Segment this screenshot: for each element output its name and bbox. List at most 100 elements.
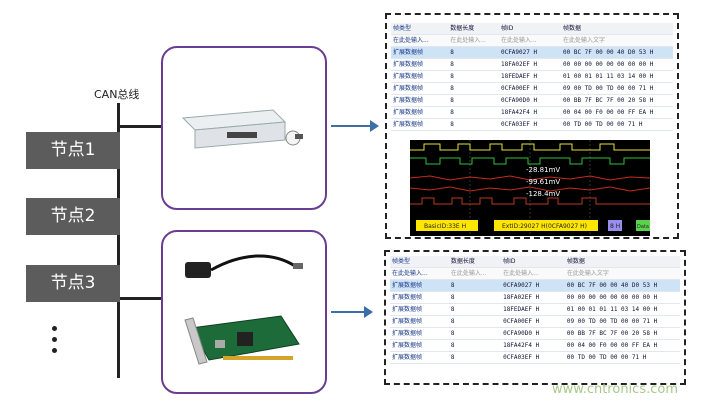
cell-type: 扩展数据帧 bbox=[392, 354, 423, 361]
cell-data: 00 TD 00 TD 00 00 71 H bbox=[566, 354, 647, 361]
cell-data: 00 00 00 00 00 00 00 00 H bbox=[566, 294, 658, 301]
cell-length: 8 bbox=[450, 306, 455, 313]
decode-data bbox=[636, 220, 650, 231]
col-frame-id: 帧ID bbox=[503, 258, 516, 265]
can-analyzer-box bbox=[161, 46, 327, 210]
cell-id: 18FA02EF H bbox=[503, 294, 540, 301]
decode-ext-id bbox=[494, 220, 598, 231]
cell-data: 00 BB 7F BC 7F 00 20 58 H bbox=[563, 97, 654, 104]
cell-type: 扩展数据帧 bbox=[393, 73, 424, 80]
filter-frame-type[interactable]: 在此处输入... bbox=[392, 270, 428, 277]
filter-frame-id[interactable]: 在此处输入... bbox=[500, 37, 537, 44]
cell-data: 01 00 01 01 11 03 14 00 H bbox=[563, 73, 654, 80]
cell-length: 8 bbox=[450, 318, 455, 325]
cell-type: 扩展数据帧 bbox=[393, 97, 424, 104]
cell-length: 8 bbox=[450, 342, 455, 349]
connector-top bbox=[140, 125, 162, 128]
filter-frame-type[interactable]: 在此处输入... bbox=[393, 37, 429, 44]
table-header-row: 帧类型 数据长度 帧ID 帧数据 bbox=[390, 256, 680, 268]
node-2: 节点2 bbox=[26, 198, 120, 235]
cell-data: 00 04 00 F0 00 00 FF EA H bbox=[566, 342, 658, 349]
table-row[interactable]: 扩展数据帧 8 18FA02EF H 00 00 00 00 00 00 00 00 … bbox=[391, 59, 673, 71]
cell-id: 18FA02EF H bbox=[500, 61, 538, 68]
scope-readout-3: -128.4mV bbox=[526, 190, 560, 198]
cell-data: 00 TD 00 TD 00 00 71 H bbox=[563, 121, 643, 128]
cell-length: 8 bbox=[450, 97, 454, 104]
decode-dlc bbox=[608, 220, 622, 231]
col-frame-data: 帧数据 bbox=[566, 258, 585, 265]
cell-type: 扩展数据帧 bbox=[392, 294, 423, 301]
can-interface-card-box bbox=[161, 230, 327, 394]
cell-type: 扩展数据帧 bbox=[393, 85, 424, 92]
table-filter-row: 在此处输入... 在此处输入... 在此处输入... 在此处输入文字 bbox=[391, 35, 673, 47]
filter-data-length[interactable]: 在此处输入... bbox=[450, 270, 487, 277]
cell-id: 0CFA9027 H bbox=[500, 49, 538, 56]
cell-type: 扩展数据帧 bbox=[393, 61, 424, 68]
cell-type: 扩展数据帧 bbox=[392, 318, 423, 325]
col-data-length: 数据长度 bbox=[450, 258, 475, 265]
table-row[interactable]: 扩展数据帧 8 18FA42F4 H 00 04 00 F0 00 00 FF EA … bbox=[390, 340, 680, 352]
cell-length: 8 bbox=[450, 330, 455, 337]
cell-id: 0CFA90D0 H bbox=[500, 97, 538, 104]
bus-branch-top bbox=[117, 125, 143, 128]
cell-length: 8 bbox=[450, 294, 455, 301]
cell-id: 0CFA00EF H bbox=[503, 318, 540, 325]
col-frame-type: 帧类型 bbox=[392, 258, 411, 265]
cell-length: 8 bbox=[450, 109, 454, 116]
cell-id: 18FA42F4 H bbox=[503, 342, 540, 349]
cell-type: 扩展数据帧 bbox=[392, 330, 423, 337]
cell-data: 00 00 00 00 00 00 00 00 H bbox=[563, 61, 654, 68]
cell-type: 扩展数据帧 bbox=[393, 49, 424, 56]
cell-length: 8 bbox=[450, 61, 454, 68]
cell-data: 00 BC 7F 00 00 40 D0 53 H bbox=[566, 282, 658, 289]
cell-type: 扩展数据帧 bbox=[392, 282, 423, 289]
node-3: 节点3 bbox=[26, 265, 120, 302]
cell-length: 8 bbox=[450, 85, 454, 92]
cell-length: 8 bbox=[450, 121, 454, 128]
decode-data-label: Data bbox=[637, 224, 649, 230]
cell-id: 0CFA90D0 H bbox=[503, 330, 540, 337]
filter-data-length[interactable]: 在此处输入... bbox=[450, 37, 486, 44]
table-row[interactable]: 扩展数据帧 8 0CFA90D0 H 00 BB 7F BC 7F 00 20 58 … bbox=[391, 95, 673, 107]
table-row[interactable]: 扩展数据帧 8 0CFA03EF H 00 TD 00 TD 00 00 71 H bbox=[391, 119, 673, 131]
can-bus-label: CAN总线 bbox=[94, 88, 140, 101]
cell-type: 扩展数据帧 bbox=[393, 121, 424, 128]
filter-frame-data[interactable]: 在此处输入文字 bbox=[563, 37, 606, 44]
scope-readout-1: -28.81mV bbox=[526, 166, 560, 174]
cell-id: 0CFA03EF H bbox=[503, 354, 540, 361]
filter-frame-id[interactable]: 在此处输入... bbox=[503, 270, 539, 277]
cell-type: 扩展数据帧 bbox=[393, 109, 424, 116]
decode-dlc-label: 8 H bbox=[610, 223, 620, 230]
table-row[interactable]: 扩展数据帧 8 18FA02EF H 00 00 00 00 00 00 00 00 … bbox=[390, 292, 680, 304]
cell-id: 0CFA03EF H bbox=[500, 121, 538, 128]
table-row[interactable]: 扩展数据帧 8 0CFA03EF H 00 TD 00 TD 00 00 71 H bbox=[390, 352, 680, 364]
table-filter-row: 在此处输入... 在此处输入... 在此处输入... 在此处输入文字 bbox=[390, 268, 680, 280]
cell-type: 扩展数据帧 bbox=[392, 342, 423, 349]
table-row[interactable]: 扩展数据帧 8 18FEDAEF H 01 00 01 01 11 03 14 00 … bbox=[391, 71, 673, 83]
can-interface-card-image bbox=[184, 254, 303, 365]
watermark-text: www.cntronics.com bbox=[551, 382, 678, 397]
oscilloscope-view: -28.81mV -99.61mV -128.4mV BasicID:33E H… bbox=[409, 140, 651, 236]
cell-length: 8 bbox=[450, 49, 454, 56]
cell-length: 8 bbox=[450, 354, 455, 361]
decode-basic-id-label: BasicID:33E H bbox=[424, 223, 466, 230]
can-bus-line bbox=[117, 103, 120, 378]
cell-length: 8 bbox=[450, 73, 454, 80]
cell-id: 18FEDAEF H bbox=[500, 73, 538, 80]
arrow-to-analyzer-panel bbox=[331, 120, 379, 132]
col-frame-id: 帧ID bbox=[500, 25, 514, 32]
cell-length: 8 bbox=[450, 282, 455, 289]
more-nodes-ellipsis bbox=[52, 326, 60, 359]
filter-frame-data[interactable]: 在此处输入文字 bbox=[566, 270, 609, 277]
interface-card-screenshot-panel: 帧类型 数据长度 帧ID 帧数据 在此处输入... 在此处输入... 在此处输入… bbox=[384, 250, 686, 385]
cell-id: 18FA42F4 H bbox=[500, 109, 538, 116]
connector-bottom bbox=[140, 297, 162, 300]
table-header-row: 帧类型 数据长度 帧ID 帧数据 bbox=[391, 23, 673, 35]
